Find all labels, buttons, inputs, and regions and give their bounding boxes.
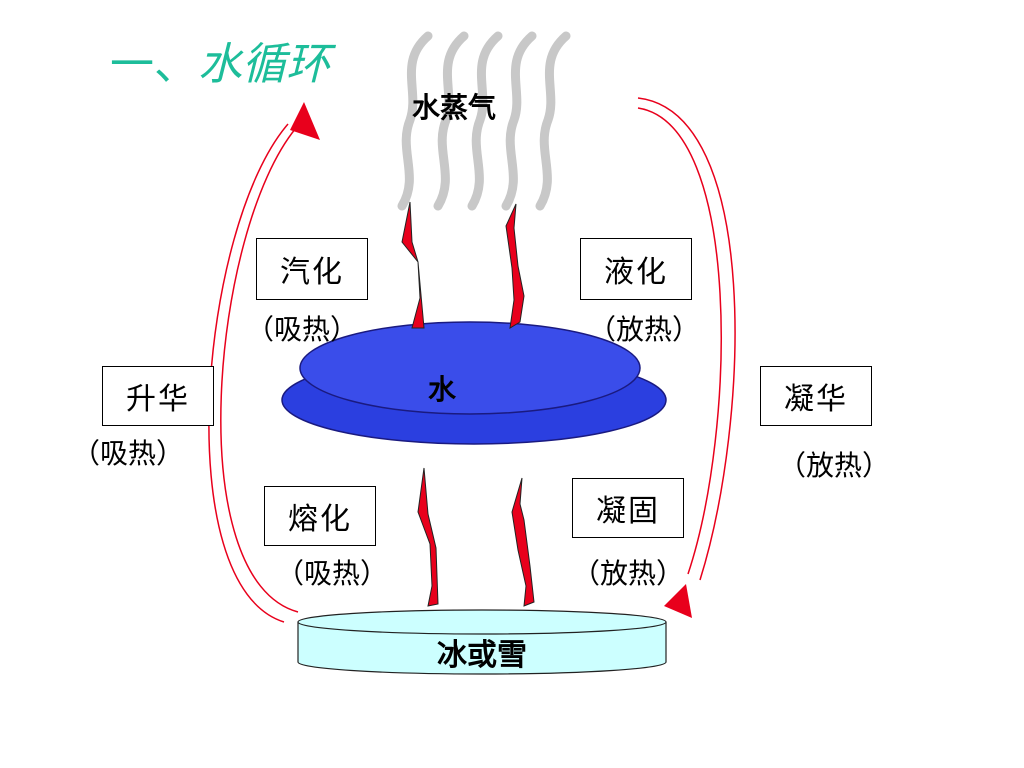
melting-label: 熔化 <box>264 486 376 546</box>
sublimation-arrow <box>208 123 299 623</box>
melting-arrow-icon <box>417 467 439 607</box>
deposition-arrow <box>637 97 736 581</box>
water-body <box>281 321 667 445</box>
liquefaction-note: （放热） <box>588 313 701 346</box>
deposition-note: （放热） <box>778 449 891 482</box>
vaporization-note: （吸热） <box>246 313 359 346</box>
sublimation-arrowhead-icon <box>290 102 320 140</box>
solidification-label: 凝固 <box>572 478 684 538</box>
deposition-arrowhead-icon <box>664 584 692 618</box>
melting-note: （吸热） <box>276 557 389 590</box>
title-text: 水循环 <box>198 39 330 90</box>
vapor-label: 水蒸气 <box>412 91 497 124</box>
water-label: 水 <box>428 373 457 406</box>
ice-body <box>297 609 667 675</box>
title-number: 一、 <box>110 39 198 90</box>
sublimation-note: （吸热） <box>72 437 185 470</box>
vaporization-label: 汽化 <box>256 238 368 300</box>
page-title: 一、水循环 <box>110 28 330 92</box>
vaporization-arrow-icon <box>401 201 425 329</box>
vapor-waves-icon <box>397 31 571 211</box>
deposition-label: 凝华 <box>760 366 872 426</box>
ice-label: 冰或雪 <box>437 638 527 673</box>
solidification-arrow-icon <box>511 477 535 607</box>
liquefaction-label: 液化 <box>580 238 692 300</box>
sublimation-label: 升华 <box>102 366 214 426</box>
liquefaction-arrow-icon <box>505 203 525 329</box>
solidification-note: （放热） <box>572 557 685 590</box>
